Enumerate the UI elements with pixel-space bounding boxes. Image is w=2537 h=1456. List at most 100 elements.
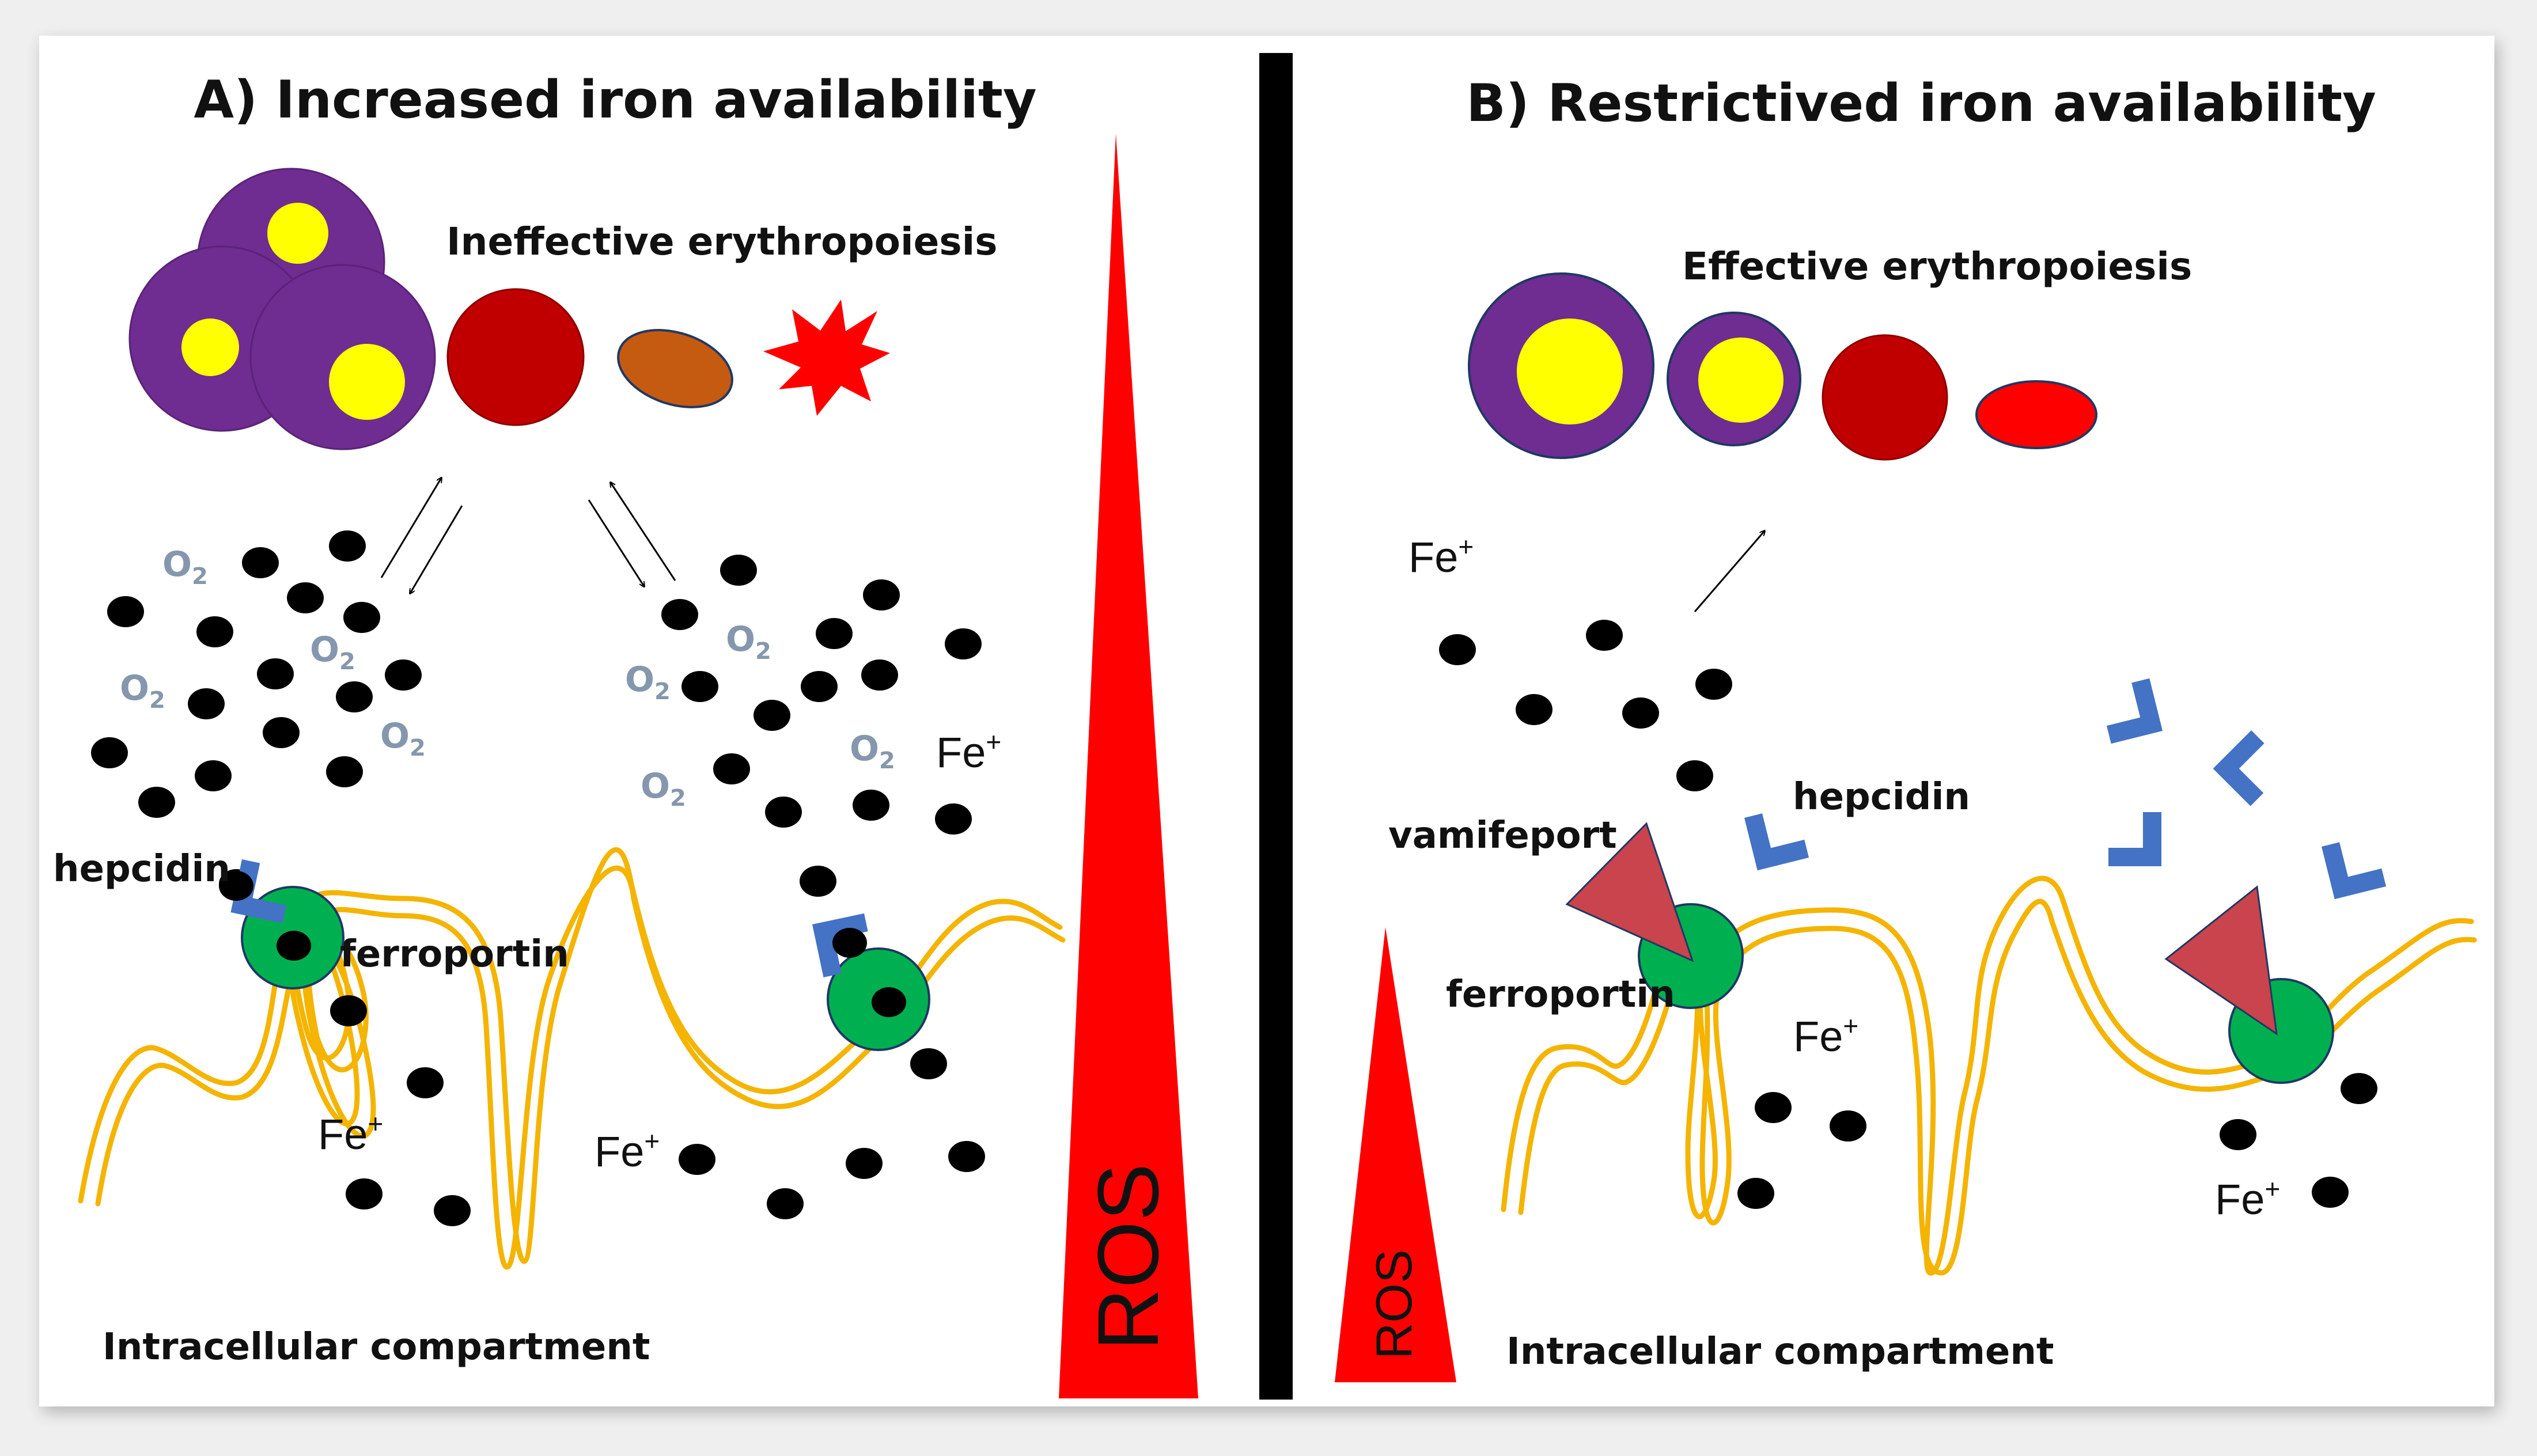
hepcidin [2322,842,2387,900]
oxygen-labels: O2 O2 O2 O2 O2 O2 O2 O2 [120,544,895,812]
reticulocyte [1822,334,1948,461]
iron-label: Fe+ [2215,1174,2280,1223]
ros-label: ROS [1365,1249,1422,1359]
iron-particle [816,618,853,649]
oxygen-label: O2 [120,668,165,714]
iron-particle [219,871,253,901]
nucleus [1698,338,1784,423]
iron-particle [330,995,367,1026]
oxygen-label: O2 [726,619,771,665]
vamifeport-triangle [2164,885,2278,1036]
iron-particle [1830,1110,1866,1142]
iron-particle [1695,669,1732,700]
iron-particle [1516,694,1553,725]
panel-b-title: B) Restrictived iron availability [1466,73,2376,134]
iron-particle [326,756,363,787]
iron-particle [242,547,279,578]
mature-red-cell [1975,380,2097,449]
iron-particle [287,582,324,613]
iron-particle [277,931,311,961]
oxygen-label: O2 [850,729,895,774]
iron-particle [661,599,698,630]
erythropoiesis-sequence [1468,272,2097,461]
iron-particle [2312,1177,2349,1208]
iron-particles-b [1439,620,1732,791]
ferroportin-label: ferroportin [1446,973,1675,1016]
iron-particle [753,700,790,731]
iron-label: Fe+ [318,1109,383,1158]
panel-a-title: A) Increased iron availability [194,70,1036,130]
iron-particle [336,681,373,712]
iron-particle [1676,760,1713,791]
iron-particle [832,928,867,958]
iron-particle [257,658,294,689]
iron-particle [863,579,900,611]
iron-particle [195,760,232,791]
iron-particle [846,1148,883,1179]
iron-particle [346,1178,383,1209]
hepcidin [1744,813,1809,871]
oxygen-label: O2 [162,544,208,590]
lysed-cell-star [763,299,890,416]
iron-particle [263,717,300,748]
nucleus [181,318,239,376]
nucleus [267,203,328,264]
iron-particle [945,628,982,659]
oxygen-label: O2 [310,630,355,675]
oxygen-label: O2 [625,659,671,705]
iron-particle [1439,634,1476,665]
iron-particle [2341,1073,2377,1104]
iron-label: Fe+ [1408,532,1474,581]
iron-particle [861,659,898,691]
iron-particle [1586,620,1623,651]
iron-particle [679,1144,715,1175]
iron-particle [107,596,144,627]
iron-particle [188,688,225,719]
iron-particle [853,790,889,821]
hepcidin [2106,678,2163,744]
iron-label: Fe+ [936,727,1001,776]
intracellular-iron [1737,1073,2377,1209]
vamifeport-triangle [1565,822,1694,962]
iron-particle [385,659,422,691]
effective-erythropoiesis-label: Effective erythropoiesis [1682,244,2192,289]
oxygen-label: O2 [641,766,686,812]
ros-triangle-large [1059,134,1198,1398]
panel-a: A) Increased iron availability Ineffecti… [53,70,1198,1398]
iron-particle [767,1188,804,1219]
intracellular-compartment-label: Intracellular compartment [103,1326,650,1368]
ros-label: ROS [1080,1163,1176,1351]
iron-particle [801,671,838,702]
iron-particles-right [661,555,982,897]
hepcidin-label: hepcidin [53,848,230,890]
iron-particle [948,1141,985,1172]
intracellular-compartment-label: Intracellular compartment [1506,1330,2054,1373]
damaged-red-cell [617,329,733,408]
intracellular-iron [330,995,985,1226]
iron-particle [681,671,718,702]
exchange-arrow [588,499,644,586]
iron-particle [1755,1092,1792,1123]
iron-particle [329,530,366,562]
vamifeport-label: vamifeport [1388,814,1617,857]
hepcidin [2213,730,2265,806]
iron-particles-left [91,530,422,899]
hepcidin [2108,812,2161,866]
panel-divider [1259,53,1293,1400]
iron-particle [91,737,128,768]
exchange-arrow [410,505,463,593]
iron-particle [1737,1178,1774,1209]
iron-particle [872,987,906,1017]
iron-particle [910,1048,947,1079]
panel-b: B) Restrictived iron availability Effect… [1335,73,2477,1382]
nucleus [329,344,405,420]
iron-particle [713,753,750,784]
iron-particle [343,602,380,633]
iron-particle [1622,697,1659,729]
ineffective-erythropoiesis-label: Ineffective erythropoiesis [446,219,998,264]
iron-particle [720,555,757,586]
ferroportin-label: ferroportin [340,933,569,976]
iron-particle [935,803,972,835]
iron-particle [434,1195,471,1226]
